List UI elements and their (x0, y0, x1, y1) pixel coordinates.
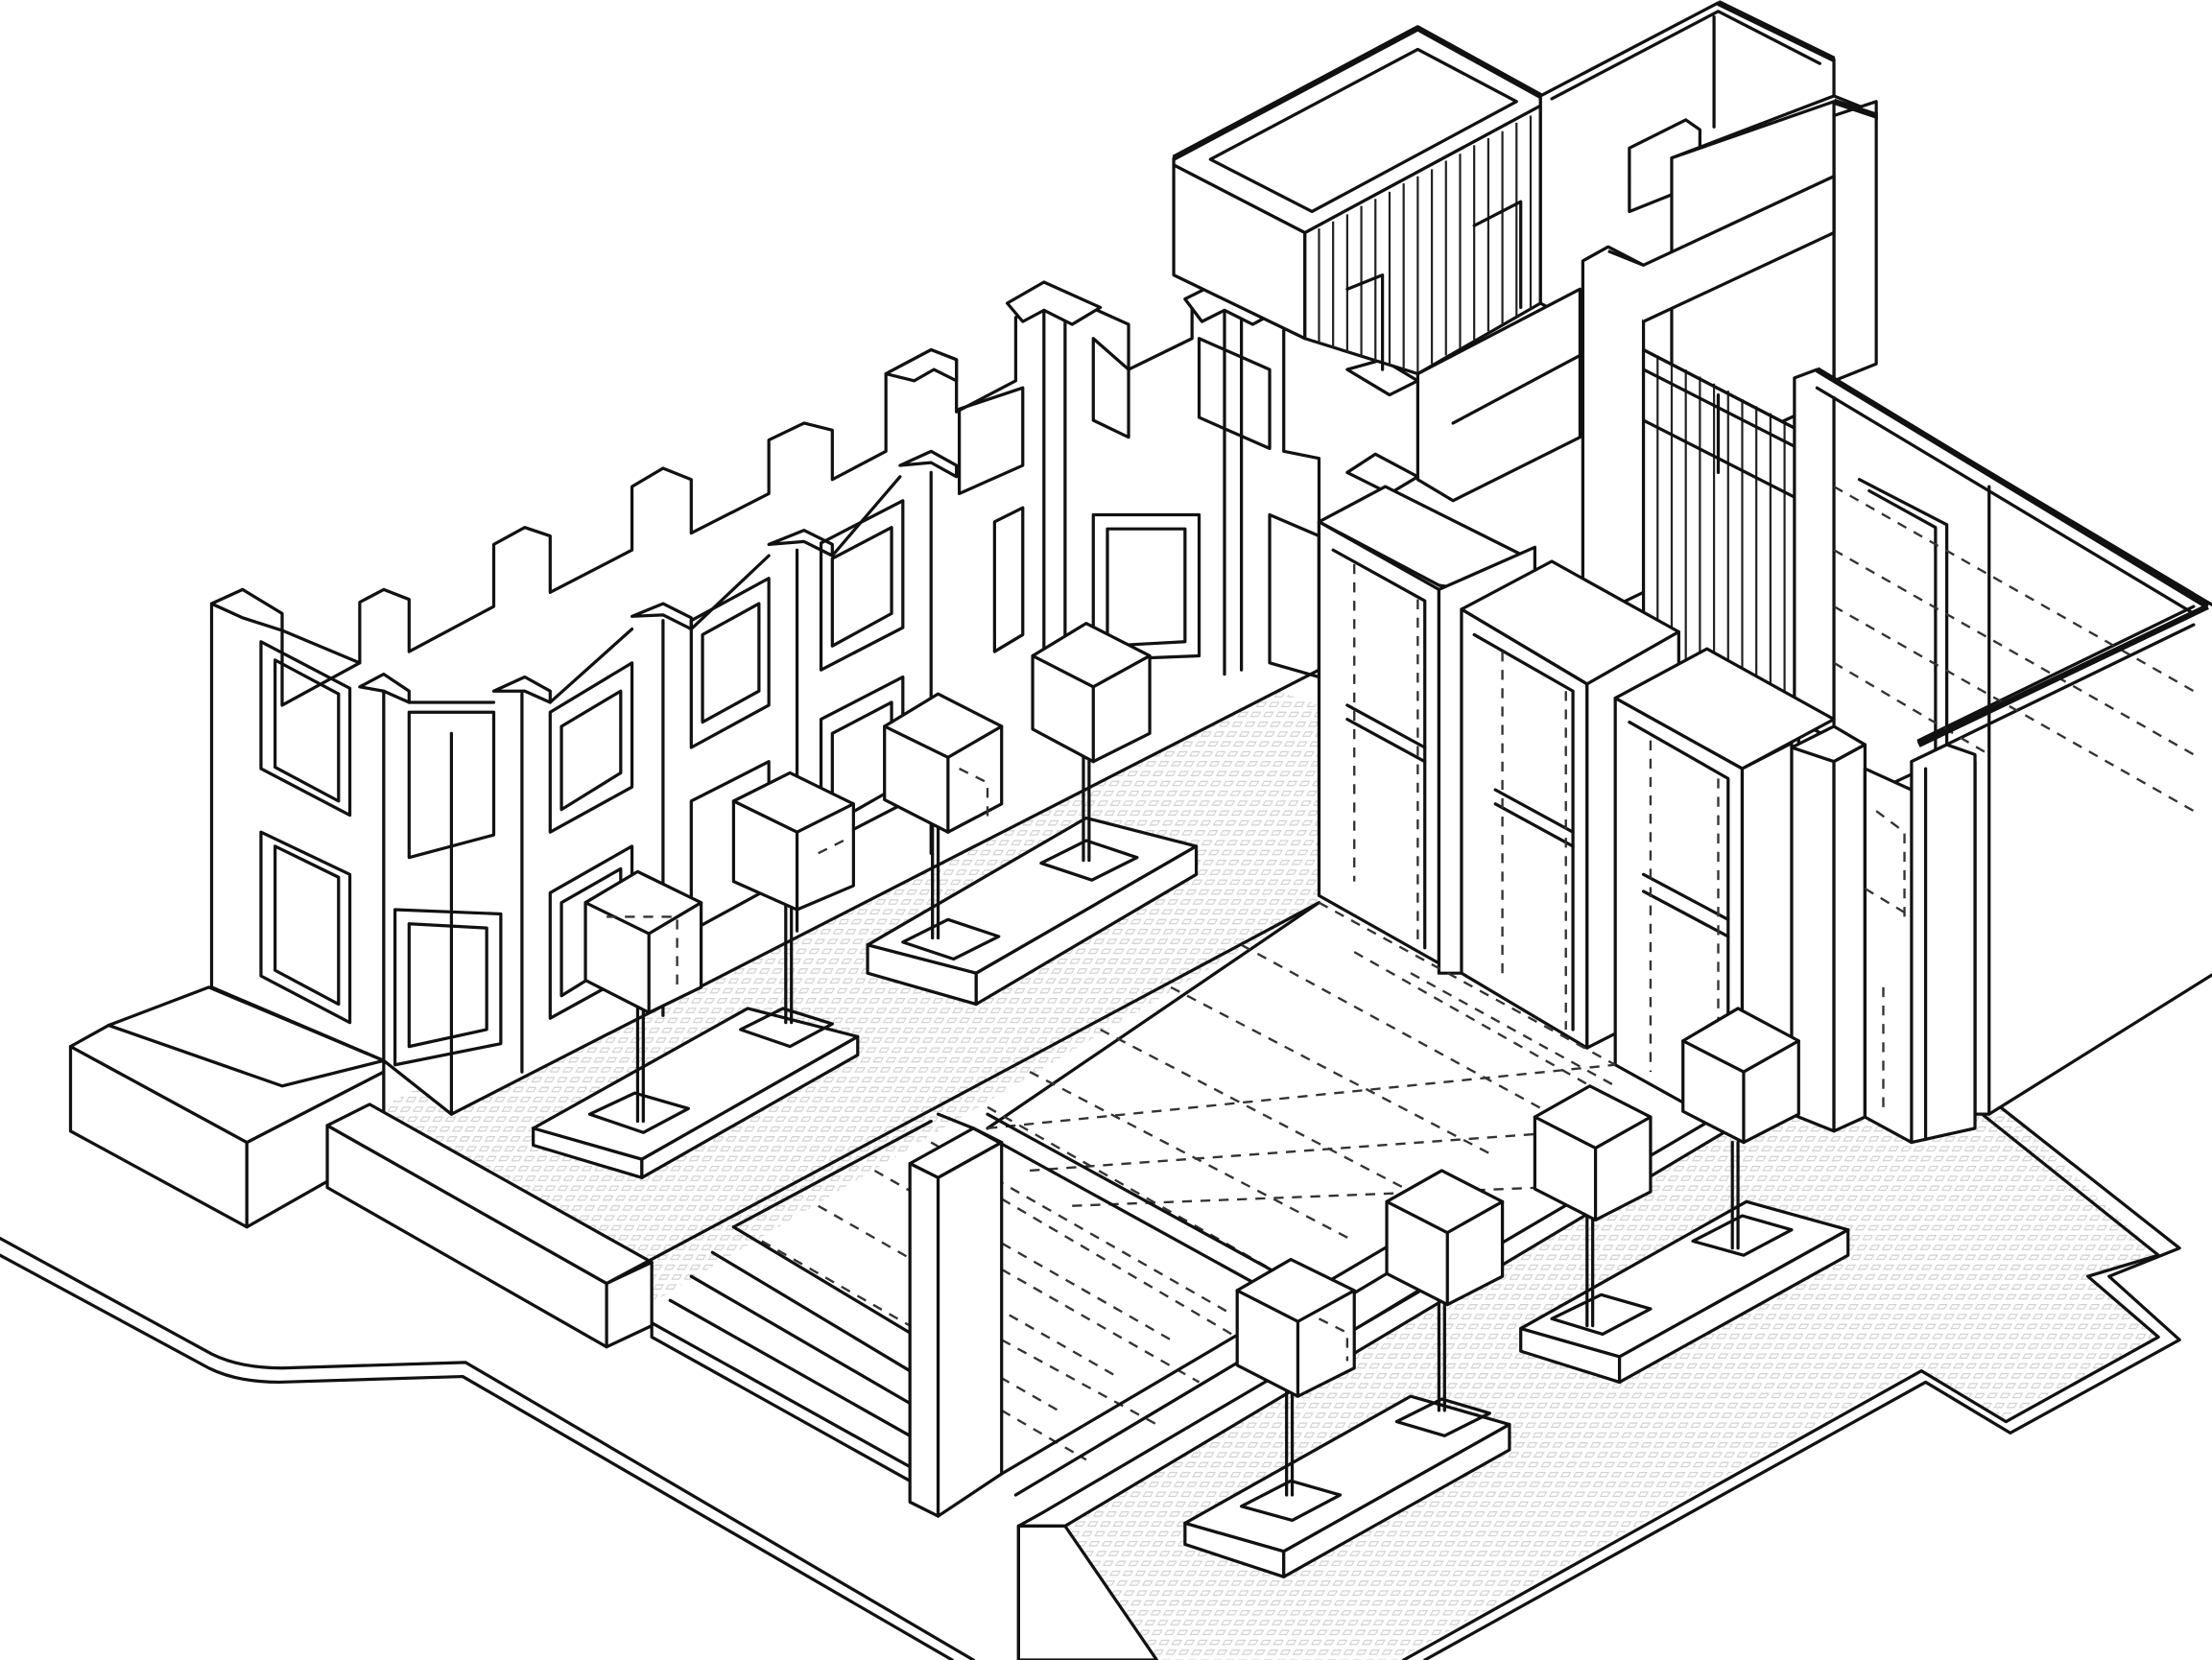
tree-left-4 (1031, 622, 1152, 863)
site-edge (0, 1236, 975, 1660)
tree-right-2 (1385, 1169, 1505, 1412)
planter-right-1 (1183, 1394, 1511, 1578)
castellated-wall (209, 277, 1419, 1116)
low-bench-block (68, 985, 386, 1229)
wall-cap-outlines (1172, 0, 2210, 747)
retaining-wall-left (325, 1103, 654, 1349)
tree-left-1 (583, 869, 703, 1124)
planter-left-2 (866, 816, 1199, 1007)
right-plaza-edge (1402, 1105, 2181, 1660)
planter-left-1 (532, 1007, 860, 1179)
tree-left-3 (883, 692, 1004, 940)
stairs (650, 1119, 933, 1482)
tree-right-4 (1681, 1007, 1800, 1250)
tree-right-1 (1235, 1257, 1356, 1497)
tree-left-2 (731, 771, 855, 1025)
tree-right-3 (1533, 1084, 1653, 1328)
planter-right-2 (1519, 1199, 1850, 1385)
